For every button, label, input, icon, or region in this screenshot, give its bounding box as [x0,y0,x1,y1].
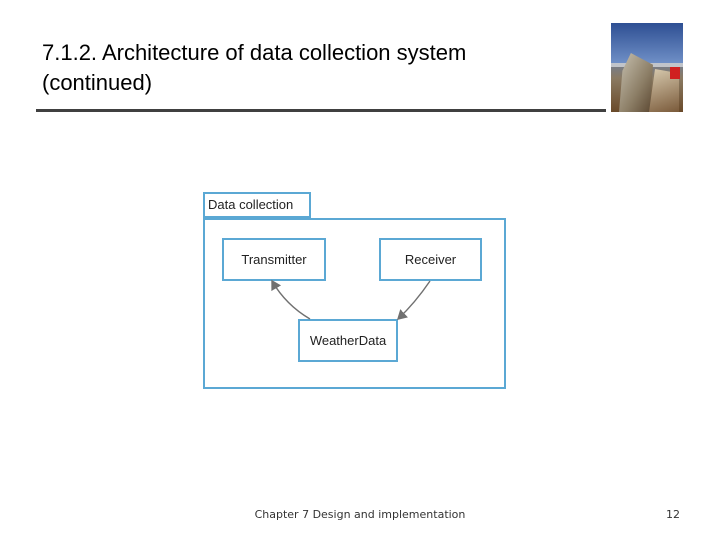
transmitter-class-label: Transmitter [241,252,307,267]
slide-title: 7.1.2. Architecture of data collection s… [42,40,467,95]
weather-data-class-label: WeatherData [309,333,387,348]
transmitter-class: Transmitter [222,238,326,281]
page-number: 12 [666,508,680,521]
book-cover-edition-mark [670,67,680,79]
weather-data-class: WeatherData [298,319,398,362]
data-collection-diagram: Data collection Transmitter Receiver Wea… [190,185,520,400]
title-divider [36,109,606,112]
book-cover-sky [611,23,683,63]
slide-footer: Chapter 7 Design and implementation [254,508,466,521]
package-tab-label: Data collection [203,192,311,218]
book-cover-image [611,23,683,112]
receiver-class: Receiver [379,238,482,281]
receiver-class-label: Receiver [404,252,457,267]
